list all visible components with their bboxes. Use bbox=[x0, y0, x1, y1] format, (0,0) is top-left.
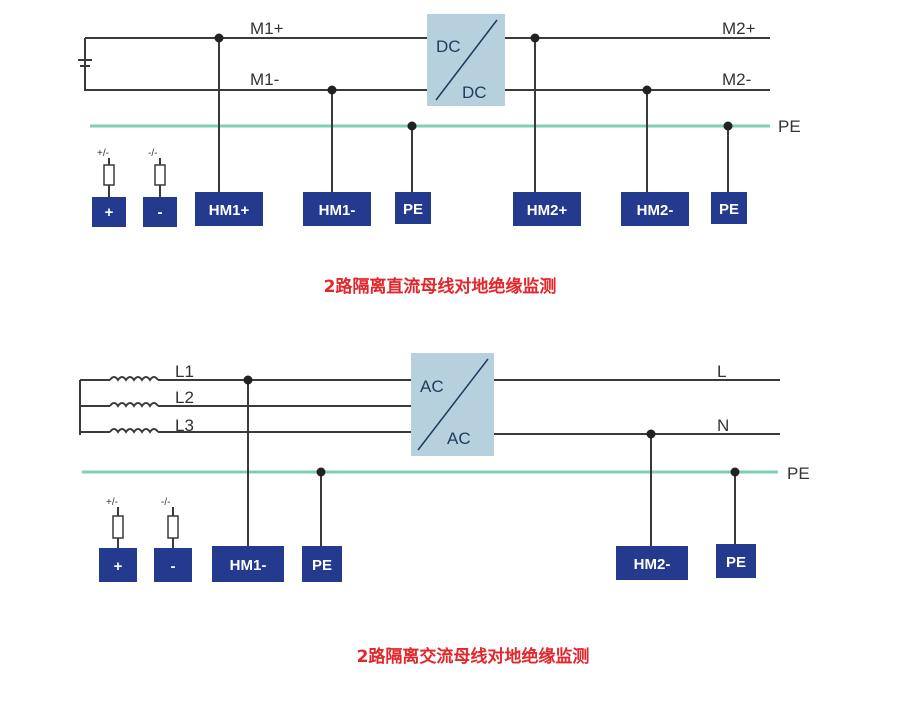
phase-label-l1: L1 bbox=[175, 362, 194, 381]
fuse-label-positive: +/- bbox=[106, 497, 118, 508]
junction-dot bbox=[723, 121, 733, 131]
fuse-positive: +/- bbox=[106, 497, 124, 548]
junction-dot bbox=[243, 375, 253, 385]
terminal-hm2-minus: HM2- bbox=[621, 192, 689, 226]
fuse-label-positive: +/- bbox=[97, 148, 109, 159]
fuse-label-negative: -/- bbox=[148, 148, 157, 159]
ac-input-feed bbox=[79, 379, 110, 435]
fuse-positive: +/- bbox=[97, 148, 115, 197]
bus-label-m2p: M2+ bbox=[722, 19, 756, 38]
ac-diagram-title: 2路隔离交流母线对地绝缘监测 bbox=[357, 646, 590, 667]
terminal-pe-1: PE bbox=[395, 192, 431, 224]
svg-text:PE: PE bbox=[312, 557, 332, 574]
svg-text:HM1+: HM1+ bbox=[209, 202, 250, 219]
terminal-minus: - bbox=[154, 548, 192, 582]
svg-text:+: + bbox=[114, 558, 123, 575]
junction-dot bbox=[327, 85, 337, 95]
fuse-negative: -/- bbox=[161, 497, 179, 548]
ac-output-bus bbox=[494, 379, 780, 435]
dc-diagram-title: 2路隔离直流母线对地绝缘监测 bbox=[324, 276, 557, 297]
converter-top-label: DC bbox=[436, 37, 461, 56]
ac-input-bus bbox=[158, 379, 411, 433]
svg-text:+: + bbox=[105, 204, 114, 221]
svg-text:-: - bbox=[158, 204, 163, 221]
out-label-pe: PE bbox=[787, 464, 810, 483]
terminal-minus: - bbox=[143, 197, 177, 227]
junction-dot bbox=[214, 33, 224, 43]
svg-text:HM1-: HM1- bbox=[319, 202, 356, 219]
converter-slash bbox=[435, 19, 498, 101]
terminal-pe-2: PE bbox=[711, 192, 747, 224]
fuse-label-negative: -/- bbox=[161, 497, 170, 508]
svg-text:HM2+: HM2+ bbox=[527, 202, 568, 219]
junction-dot bbox=[642, 85, 652, 95]
phase-label-l2: L2 bbox=[175, 388, 194, 407]
terminal-hm2-minus: HM2- bbox=[616, 546, 688, 580]
out-label-l: L bbox=[717, 362, 726, 381]
terminal-hm1-minus: HM1- bbox=[303, 192, 371, 226]
junction-dot bbox=[530, 33, 540, 43]
svg-text:PE: PE bbox=[719, 201, 739, 218]
fuse-negative: -/- bbox=[148, 148, 166, 197]
coil-l2 bbox=[109, 402, 159, 408]
junction-dot bbox=[730, 467, 740, 477]
terminal-plus: + bbox=[99, 548, 137, 582]
phase-label-l3: L3 bbox=[175, 416, 194, 435]
svg-text:HM2-: HM2- bbox=[634, 556, 671, 573]
terminal-pe-2: PE bbox=[716, 544, 756, 578]
coil-l3 bbox=[109, 428, 159, 434]
converter-bottom-label: DC bbox=[462, 83, 487, 102]
bus-label-m1p: M1+ bbox=[250, 19, 284, 38]
bus-label-pe: PE bbox=[778, 117, 801, 136]
terminal-hm2-plus: HM2+ bbox=[513, 192, 581, 226]
converter-slash bbox=[417, 358, 489, 451]
coil-l1 bbox=[109, 376, 159, 382]
svg-text:-: - bbox=[171, 558, 176, 575]
bus-label-m1n: M1- bbox=[250, 70, 279, 89]
converter-bottom-label: AC bbox=[447, 429, 471, 448]
terminal-plus: + bbox=[92, 197, 126, 227]
ac-diagram: AC AC L1 L2 L3 L N PE +/- -/- bbox=[79, 353, 810, 667]
terminal-hm1-minus: HM1- bbox=[212, 546, 284, 582]
dc-input-bus bbox=[84, 37, 427, 91]
junction-dot bbox=[407, 121, 417, 131]
svg-text:PE: PE bbox=[403, 201, 423, 218]
junction-dot bbox=[316, 467, 326, 477]
battery-symbol bbox=[78, 59, 92, 67]
dc-output-bus bbox=[505, 37, 770, 91]
terminal-hm1-plus: HM1+ bbox=[195, 192, 263, 226]
svg-text:HM1-: HM1- bbox=[230, 557, 267, 574]
junction-dot bbox=[646, 429, 656, 439]
out-label-n: N bbox=[717, 416, 729, 435]
converter-top-label: AC bbox=[420, 377, 444, 396]
dc-diagram: DC DC M1+ M1- M2+ M2- PE +/- -/- bbox=[78, 14, 801, 297]
terminal-pe-1: PE bbox=[302, 546, 342, 582]
svg-text:HM2-: HM2- bbox=[637, 202, 674, 219]
bus-label-m2n: M2- bbox=[722, 70, 751, 89]
svg-text:PE: PE bbox=[726, 554, 746, 571]
